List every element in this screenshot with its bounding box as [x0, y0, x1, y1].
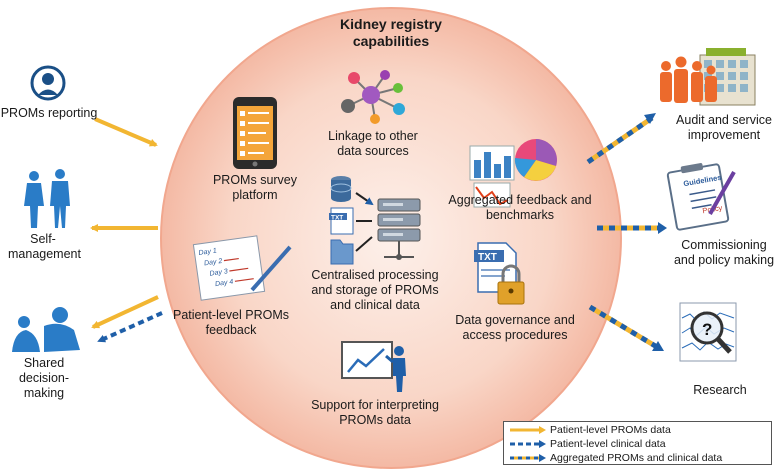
label-centralised: Centralised processing and storage of PR…: [311, 268, 439, 312]
label-survey-platform: PROMs survey platform: [212, 173, 298, 202]
people-building-icon: [660, 48, 756, 106]
arrow-audit: [586, 113, 656, 165]
txt-label-small: TXT: [331, 215, 343, 222]
label-shared-decision: Shared decision-making: [18, 356, 70, 400]
svg-text:?: ?: [702, 320, 712, 339]
legend-label: Aggregated PROMs and clinical data: [550, 452, 723, 464]
diagram-title: Kidney registry capabilities: [340, 16, 442, 49]
arrow-commissioning: [597, 222, 667, 234]
database-server-icon: TXT: [329, 176, 421, 265]
label-proms-reporting: PROMs reporting: [0, 106, 98, 120]
solid-yellow-arrow-icon: [510, 426, 546, 434]
day1-text: Day 1: [198, 248, 217, 257]
locked-file-icon: TXT: [474, 242, 525, 305]
label-commissioning: Commissioning and policy making: [673, 238, 775, 267]
dashed-blue-arrow-icon: [510, 440, 546, 448]
day2-text: Day 2: [204, 258, 223, 267]
label-audit: Audit and service improvement: [676, 113, 772, 142]
two-people-icon: [24, 169, 70, 228]
arrow-proms-reporting: [94, 117, 158, 147]
research-icon: ?: [679, 302, 737, 362]
arrow-research: [588, 304, 664, 351]
legend-label: Patient-level PROMs data: [550, 424, 671, 436]
diary-icon: Day 1 Day 2 Day 3 Day 4: [192, 235, 292, 301]
label-linkage: Linkage to other data sources: [328, 129, 418, 158]
label-self-management: Self-management: [8, 232, 81, 261]
smartphone-icon: [233, 97, 277, 169]
label-interpreting: Support for interpreting PROMs data: [311, 398, 439, 427]
clipboard-icon: Guidelines Policy: [666, 163, 736, 231]
network-icon: [341, 70, 405, 124]
person-icon: [30, 65, 66, 101]
label-governance: Data governance and access procedures: [455, 313, 575, 342]
dashed-yellow-blue-arrow-icon: [510, 454, 546, 462]
label-research: Research: [693, 383, 747, 397]
consultation-icon: [12, 307, 80, 352]
day4-text: Day 4: [215, 279, 234, 288]
label-patient-feedback: Patient-level PROMs feedback: [172, 308, 289, 337]
label-aggregated-feedback: Aggregated feedback and benchmarks: [448, 193, 592, 222]
presenter-icon: [341, 341, 406, 392]
txt-label-large: TXT: [478, 252, 497, 263]
charts-icon: [469, 139, 557, 208]
legend: Patient-level PROMs data Patient-level c…: [503, 421, 772, 465]
arrow-shared-decision: [91, 295, 163, 343]
day3-text: Day 3: [209, 268, 228, 277]
legend-label: Patient-level clinical data: [550, 438, 666, 450]
